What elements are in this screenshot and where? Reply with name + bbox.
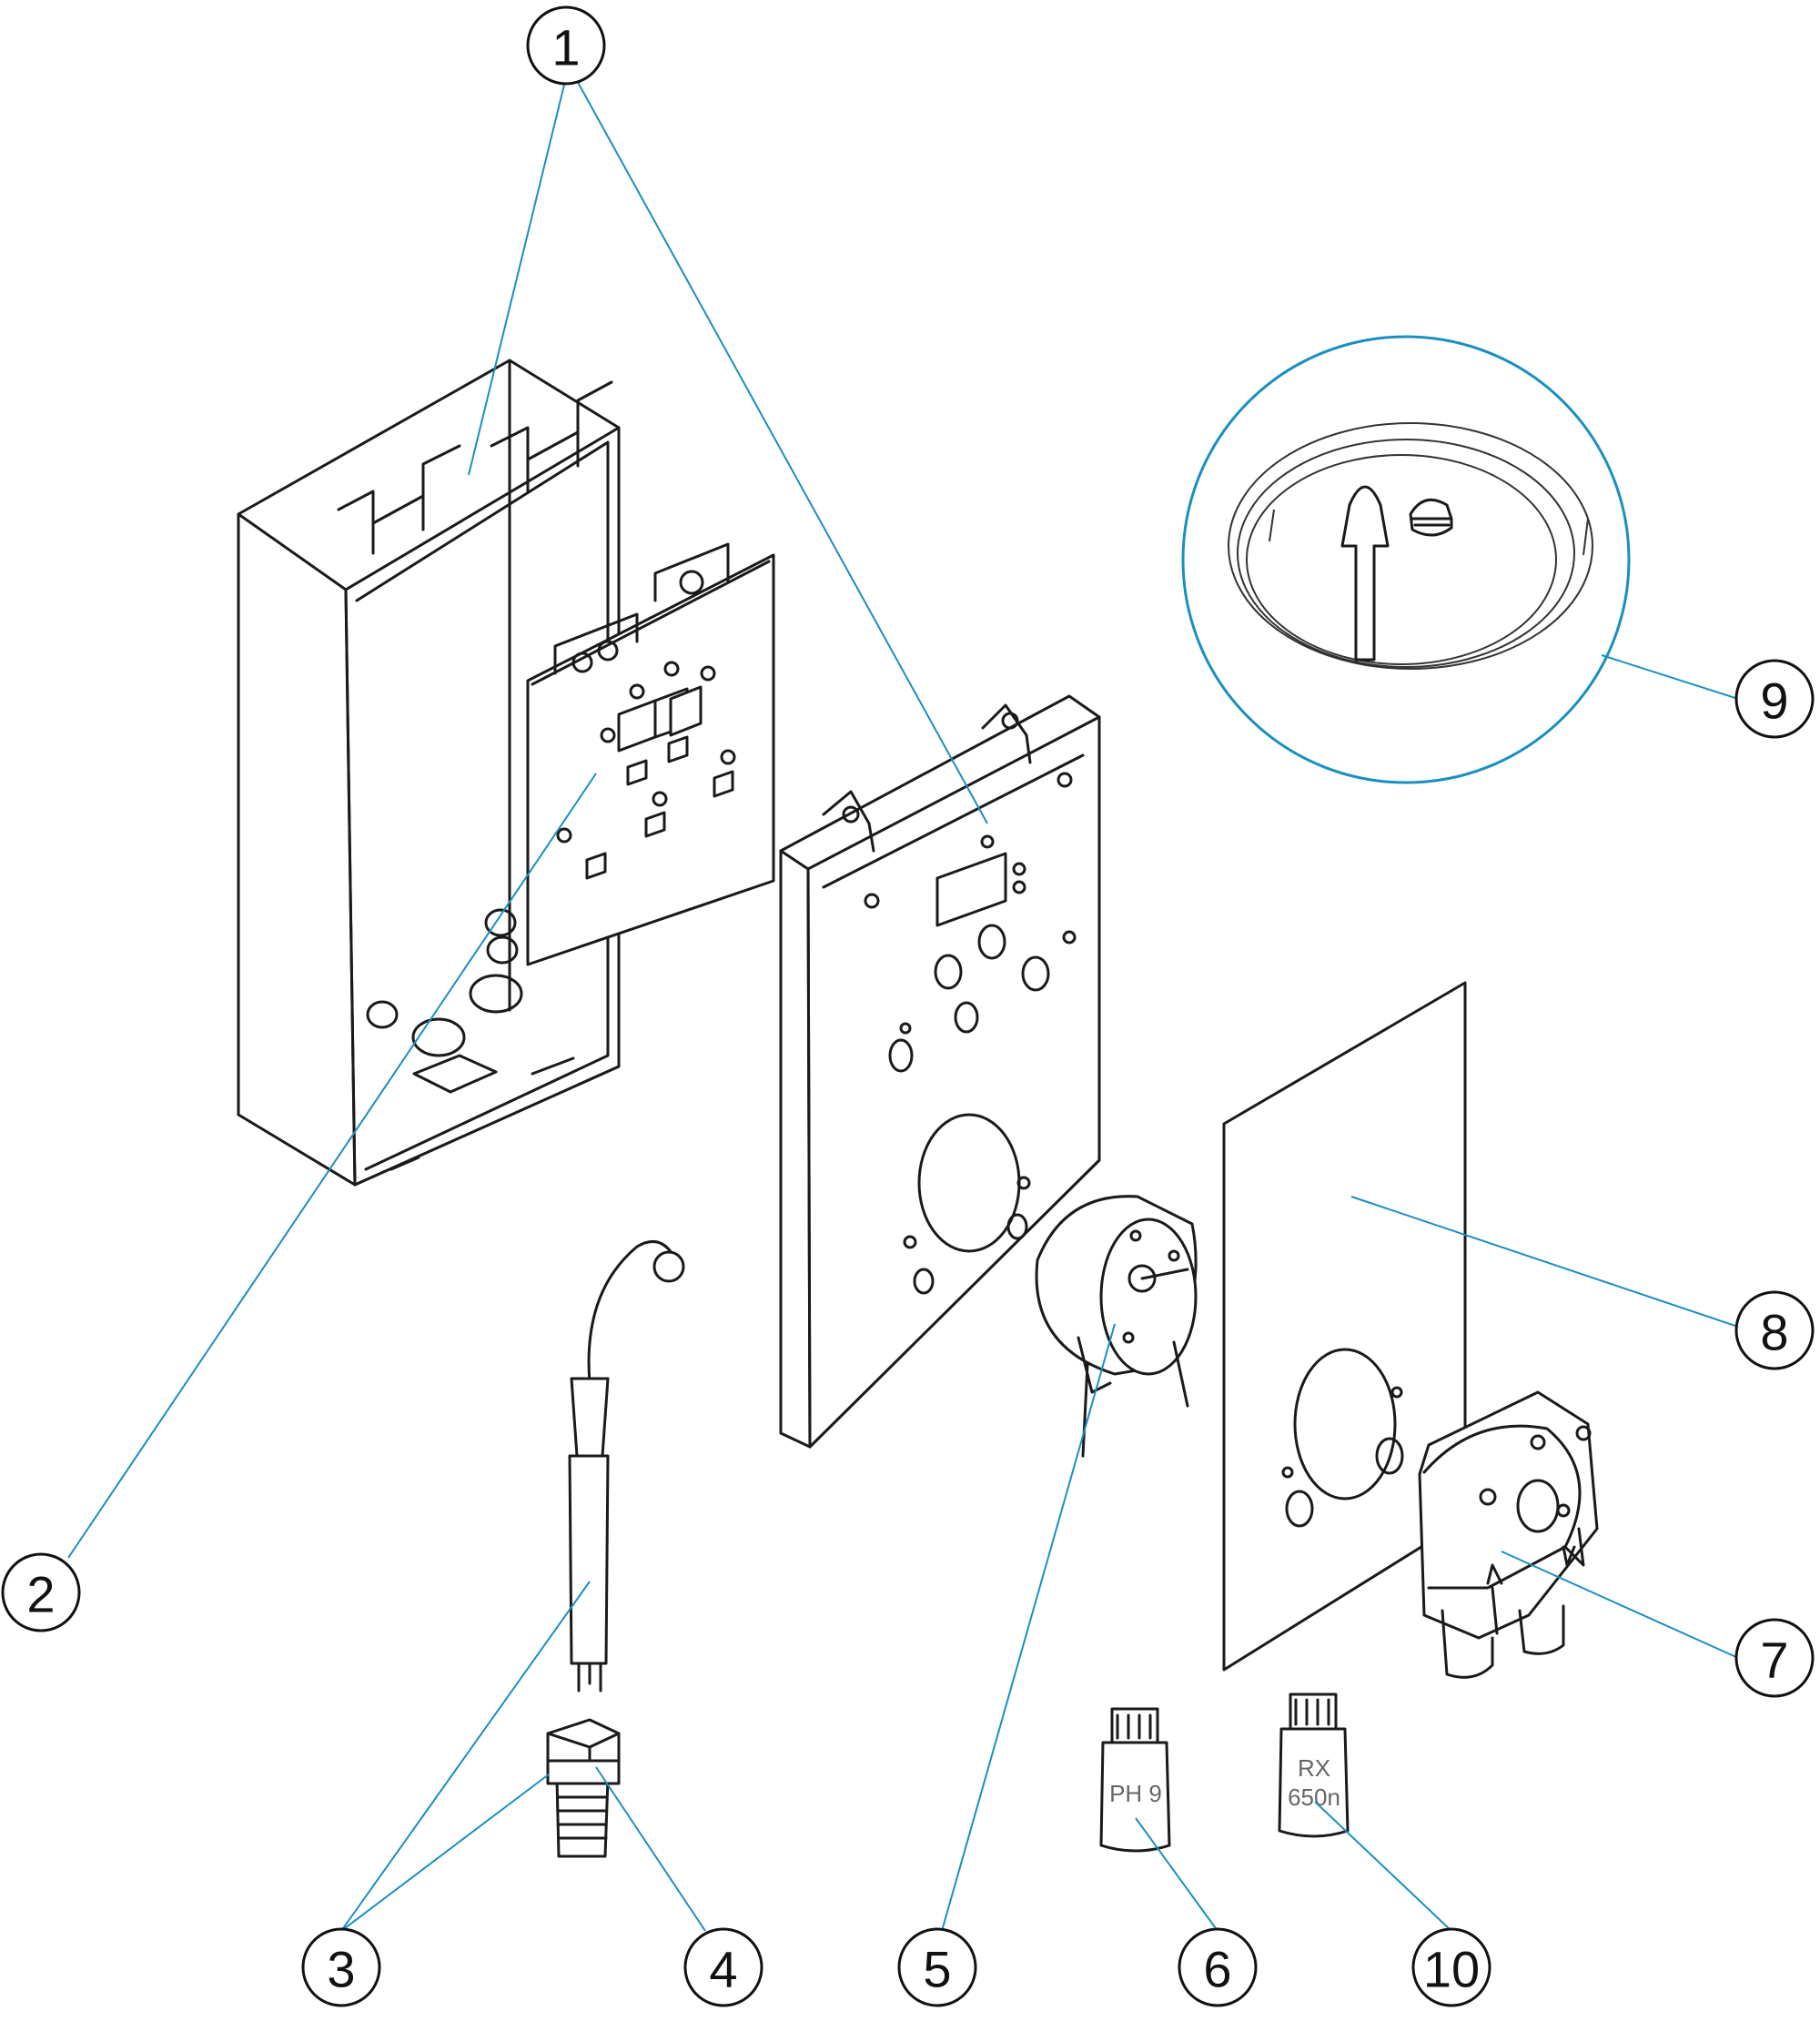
probe-fitting xyxy=(546,1718,621,1858)
leader-1b xyxy=(574,76,988,824)
callout-3-label: 3 xyxy=(327,1941,355,1998)
probe xyxy=(568,1239,685,1693)
leader-8 xyxy=(1350,1196,1739,1328)
callout-2-label: 2 xyxy=(26,1566,55,1623)
callout-4-label: 4 xyxy=(709,1941,737,1998)
front-panel xyxy=(779,694,1101,1449)
callout-8: 8 xyxy=(1734,1290,1815,1370)
callout-1: 1 xyxy=(526,5,606,86)
leader-3a xyxy=(340,1581,591,1932)
leader-1a xyxy=(468,76,567,476)
callout-5: 5 xyxy=(897,1927,977,2007)
callout-9-label: 9 xyxy=(1760,672,1788,730)
leader-3b xyxy=(340,1773,550,1932)
callout-1-label: 1 xyxy=(551,19,580,76)
bottle-ph: PH 9 xyxy=(1099,1707,1171,1853)
callout-6-label: 6 xyxy=(1203,1941,1231,1998)
bottle-rx-label-line2: 650n xyxy=(1288,1784,1340,1811)
callout-9: 9 xyxy=(1734,659,1815,739)
pump-head xyxy=(1418,1390,1599,1679)
callout-4: 4 xyxy=(683,1927,763,2007)
bottle-ph-label: PH 9 xyxy=(1109,1780,1162,1807)
bottle-rx-label-line1: RX xyxy=(1298,1754,1330,1782)
enclosure-box xyxy=(237,359,621,1187)
callout-3: 3 xyxy=(301,1927,381,2007)
leader-2 xyxy=(67,773,597,1559)
pump-motor xyxy=(1035,1195,1198,1458)
callout-8-label: 8 xyxy=(1760,1304,1788,1361)
callout-2: 2 xyxy=(1,1552,81,1632)
leader-10 xyxy=(1314,1801,1452,1932)
tubing-kit-detail xyxy=(1181,335,1631,784)
leader-4 xyxy=(595,1766,706,1932)
callout-10: 10 xyxy=(1411,1927,1491,2007)
leader-9 xyxy=(1601,654,1739,700)
leader-lines xyxy=(67,76,1739,1932)
circuit-board xyxy=(526,542,775,966)
callout-5-label: 5 xyxy=(923,1941,951,1998)
callout-6: 6 xyxy=(1178,1927,1258,2007)
callout-10-label: 10 xyxy=(1423,1941,1480,1998)
leader-5 xyxy=(941,1323,1116,1932)
callout-7-label: 7 xyxy=(1760,1632,1788,1689)
leader-7 xyxy=(1501,1551,1739,1659)
bottle-rx: RX 650n xyxy=(1278,1693,1350,1838)
detail-circle xyxy=(1181,335,1631,784)
callout-7: 7 xyxy=(1734,1618,1815,1698)
leader-6 xyxy=(1135,1817,1218,1932)
